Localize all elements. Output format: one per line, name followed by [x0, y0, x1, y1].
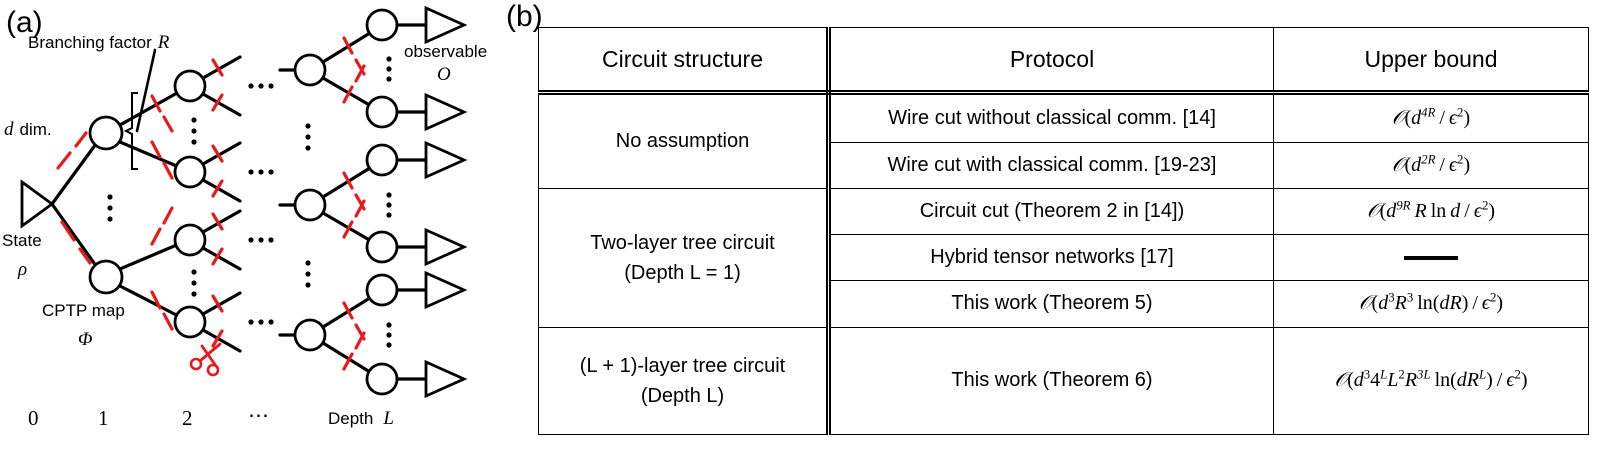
table-header-row: Circuit structure Protocol Upper bound [538, 27, 1589, 95]
cptp-label: CPTP map [42, 301, 125, 320]
v-ellipsis-d [386, 56, 392, 82]
observable-arrow-5 [424, 270, 468, 310]
table-row: Hybrid tensor networks [17] [539, 234, 1589, 282]
v-ellipsis-g [305, 260, 311, 288]
observable-arrow-4 [424, 227, 468, 267]
table-row: Two-layer tree circuit (Depth L = 1) Cir… [538, 187, 1589, 328]
table-body: No assumption Wire cut without classical… [538, 92, 1589, 436]
structure-subtitle: (Depth L) [640, 384, 725, 407]
ellipsis-row-2 [248, 169, 274, 175]
cell-protocol-hybrid-tensor: Hybrid tensor networks [17] [826, 234, 1274, 282]
em-dash-icon [1404, 255, 1458, 260]
depth-tick-1: 1 [98, 406, 109, 430]
node-depthL-c2 [365, 362, 399, 396]
node-depth1-bottom [88, 259, 124, 295]
cell-protocol-wirecut-noclassical: Wire cut without classical comm. [14] [826, 92, 1274, 143]
node-depthL-a1 [365, 8, 399, 42]
cell-bound-wirecut-noclassical: 𝒪(d4R / ϵ2) [1273, 92, 1589, 143]
ellipsis-row-4 [248, 319, 274, 325]
panel-b-table: (b) Circuit structure Protocol Upper bou… [500, 0, 1600, 450]
header-upper-bound: Upper bound [1273, 27, 1589, 95]
panel-a-diagram: .ln { stroke:#000; stroke-width:3.2; fil… [0, 0, 500, 450]
table-row: This work (Theorem 5) 𝒪(d3R3 ln(dR) / ϵ2… [539, 280, 1589, 328]
state-triangle [20, 179, 55, 229]
depth-tick-0: 0 [28, 406, 39, 430]
depth-tick-2: 2 [182, 406, 193, 430]
node-depthL1-c [293, 318, 327, 352]
cell-protocol-wirecut-classical: Wire cut with classical comm. [19-23] [826, 141, 1274, 189]
v-ellipsis-c [191, 269, 197, 297]
panel-b-tag: (b) [506, 0, 543, 33]
state-symbol: ρ [17, 259, 27, 280]
cell-structure-two-layer: Two-layer tree circuit (Depth L = 1) [538, 187, 831, 328]
cell-protocol-thiswork-thm6: This work (Theorem 6) [826, 326, 1274, 436]
table-row: Wire cut with classical comm. [19-23] 𝒪(… [539, 141, 1589, 189]
ellipsis-row-1 [248, 83, 274, 89]
node-depthL-b2 [365, 230, 399, 264]
table-row: No assumption Wire cut without classical… [538, 92, 1589, 189]
structure-subtitle: (Depth L = 1) [624, 261, 741, 284]
cell-bound-circuitcut-thm2: 𝒪(d9R R ln d / ϵ2) [1273, 187, 1589, 236]
node-depth2-a [173, 69, 207, 103]
cell-structure-no-assumption: No assumption [538, 92, 831, 189]
cut-marks [56, 36, 366, 371]
node-depth2-d [173, 305, 207, 339]
branching-brace [123, 92, 138, 170]
upper-bound-table-wrap: Circuit structure Protocol Upper bound N… [538, 27, 1589, 436]
v-ellipsis-b [107, 194, 113, 222]
v-ellipsis-f [386, 192, 392, 218]
observable-arrow-6 [424, 359, 468, 399]
structure-title: (L + 1)-layer tree circuit [579, 354, 786, 377]
node-depth2-c [173, 223, 207, 257]
observable-arrow-1 [424, 5, 468, 45]
upper-bound-table: Circuit structure Protocol Upper bound N… [538, 27, 1589, 436]
structure-title: Two-layer tree circuit [590, 231, 775, 254]
cell-protocol-circuitcut-thm2: Circuit cut (Theorem 2 in [14]) [826, 187, 1274, 236]
cell-bound-thiswork-thm5: 𝒪(d3R3 ln(dR) / ϵ2) [1273, 280, 1589, 328]
depth-tick-ellipsis: ⋯ [248, 403, 269, 427]
node-depthL-b1 [365, 143, 399, 177]
observable-arrow-2 [424, 92, 468, 132]
node-depthL-c1 [365, 273, 399, 307]
observable-arrow-3 [424, 140, 468, 180]
cell-structure-L-plus-1-layer: (L + 1)-layer tree circuit (Depth L) [538, 326, 831, 436]
observable-label: observable [404, 42, 487, 61]
cell-bound-thiswork-thm6: 𝒪(d34LL2R3L ln(dRL) / ϵ2) [1273, 326, 1589, 436]
table-head: Circuit structure Protocol Upper bound [538, 27, 1589, 95]
node-depthL-a2 [365, 95, 399, 129]
ellipsis-row-3 [248, 237, 274, 243]
node-depthL1-b [293, 188, 327, 222]
scissors-icon [189, 342, 222, 377]
observable-symbol: O [437, 64, 451, 85]
v-ellipsis-a [191, 117, 197, 145]
header-circuit-structure: Circuit structure [538, 27, 831, 95]
cell-bound-wirecut-classical: 𝒪(d2R / ϵ2) [1273, 141, 1589, 189]
cptp-symbol: Φ [78, 329, 92, 350]
node-depthL1-a [293, 53, 327, 87]
v-ellipsis-h [386, 322, 392, 348]
node-depth1-top [88, 115, 124, 151]
header-protocol: Protocol [826, 27, 1274, 95]
cell-protocol-thiswork-thm5: This work (Theorem 5) [826, 280, 1274, 328]
v-ellipsis-e [305, 123, 311, 151]
cell-bound-hybrid-tensor [1273, 234, 1589, 282]
branching-leader-line [135, 48, 157, 133]
node-depth2-b [173, 155, 207, 189]
state-label: State [2, 231, 42, 250]
panel-a-tag: (a) [6, 6, 43, 39]
table-row: (L + 1)-layer tree circuit (Depth L) Thi… [538, 326, 1589, 436]
